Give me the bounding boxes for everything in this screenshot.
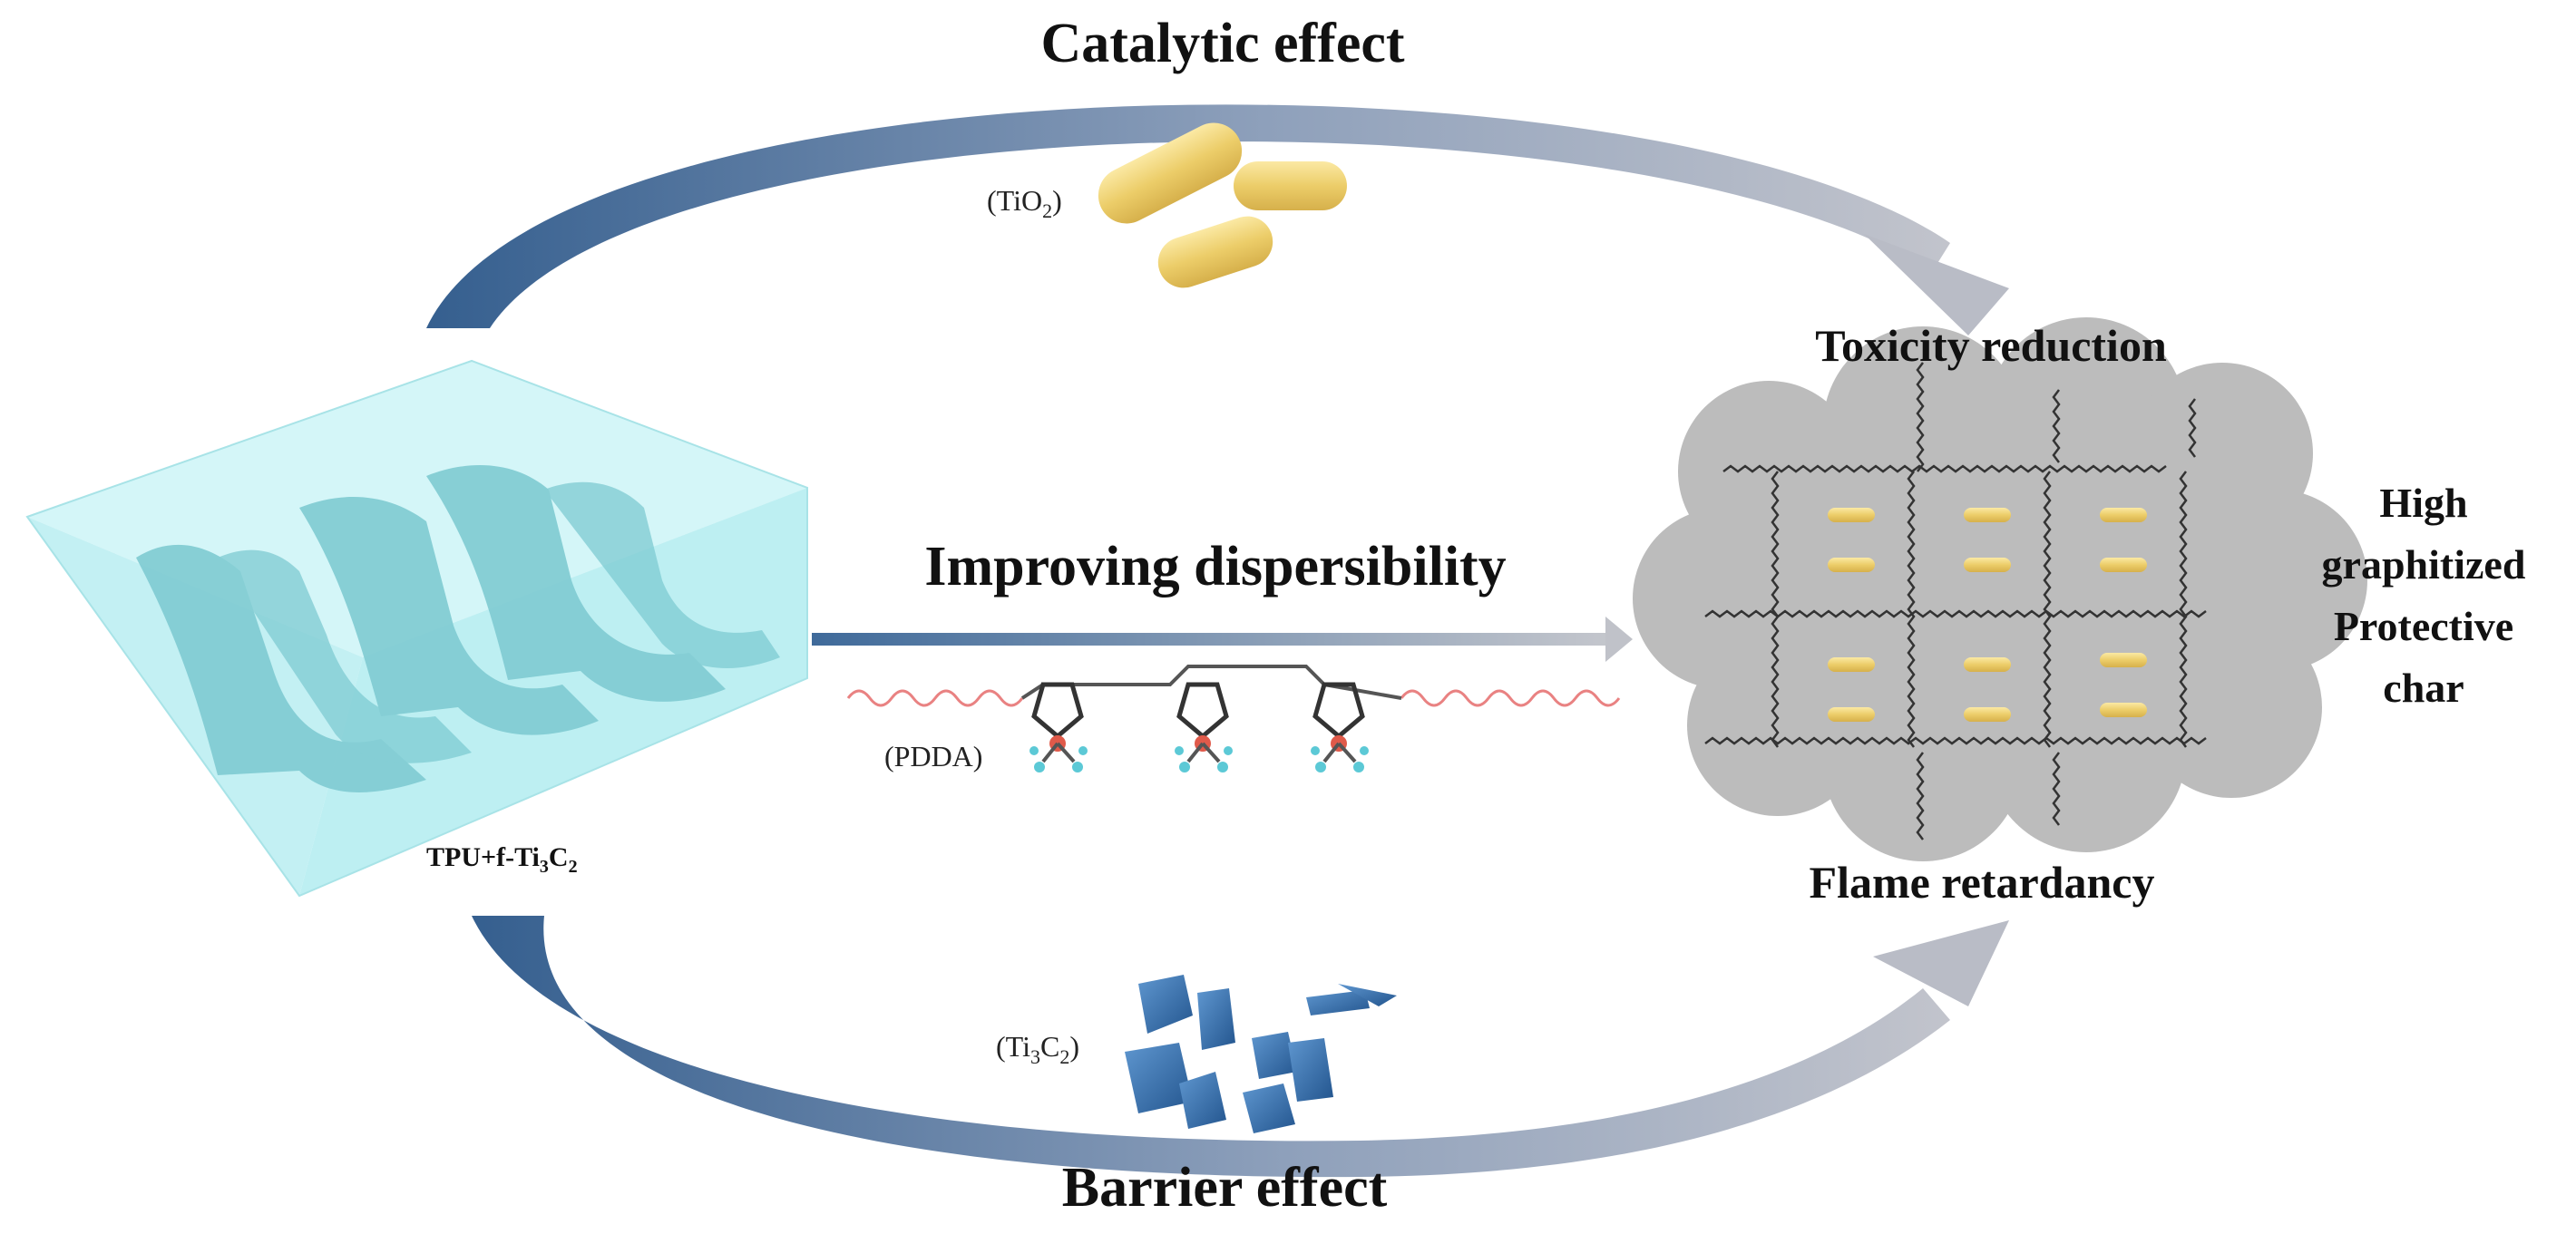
char-network — [1704, 362, 2207, 840]
barrier-arrow — [472, 916, 2009, 1178]
ti3c2-flakes — [1125, 975, 1397, 1133]
char-tio2-particles — [1828, 508, 2147, 722]
protective-char-label: High graphitized Protective char — [2322, 480, 2526, 711]
pdda-ring — [1175, 682, 1233, 772]
pdda-molecule — [846, 665, 1621, 772]
svg-text:graphitized: graphitized — [2322, 541, 2526, 588]
barrier-effect-title: Barrier effect — [1062, 1157, 1388, 1219]
tpu-label: TPU+f-Ti3C2 — [426, 842, 578, 877]
svg-text:High: High — [2379, 480, 2467, 526]
svg-text:char: char — [2383, 665, 2464, 711]
ti3c2-sheets — [136, 465, 780, 792]
pdda-ring — [1029, 682, 1088, 772]
svg-text:TPU+f-Ti3C2: TPU+f-Ti3C2 — [426, 842, 578, 877]
toxicity-reduction-label: Toxicity reduction — [1815, 320, 2167, 371]
svg-text:Protective: Protective — [2334, 603, 2513, 649]
flame-retardancy-label: Flame retardancy — [1810, 857, 2155, 908]
ti3c2-label: (Ti3C2) — [996, 1030, 1079, 1068]
pdda-label: (PDDA) — [884, 740, 982, 772]
tio2-label: (TiO2) — [987, 184, 1062, 222]
tio2-particles — [1098, 122, 1347, 288]
dispersibility-arrow — [812, 617, 1633, 662]
catalytic-arrow — [426, 104, 2009, 335]
improving-dispersibility-title: Improving dispersibility — [924, 536, 1506, 598]
char-layer-cloud — [1633, 317, 2367, 861]
pdda-ring — [1311, 682, 1369, 772]
catalytic-effect-title: Catalytic effect — [1040, 13, 1404, 74]
